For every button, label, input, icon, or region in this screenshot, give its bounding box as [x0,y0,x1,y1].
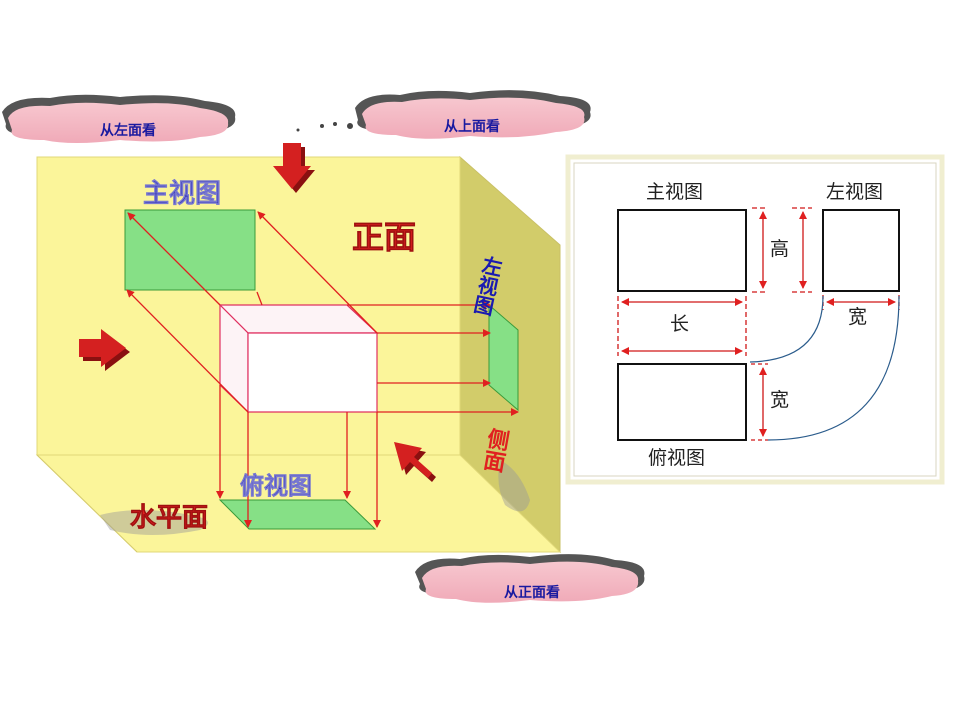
panel-label-top-view: 俯视图 [648,447,705,469]
panel-dim-width-right: 宽 [848,306,867,328]
arrow-from-front [394,442,436,482]
label-main-view: 主视图 [143,179,221,209]
panel-dim-width-bottom: 宽 [770,389,789,411]
arrow-from-top [273,143,315,193]
panel-left-view-rect [822,209,900,292]
projection-lines [126,211,519,528]
label-top-view: 俯视图 [240,472,312,500]
cloud-left-label: 从左面看 [100,122,156,139]
cloud-top: 从上面看 [355,90,591,139]
panel-dim-height: 高 [770,238,789,260]
top-view-projection [218,499,377,530]
label-front-face: 正面 [352,218,416,256]
cloud-front: 从正面看 [415,554,645,603]
main-view-projection [124,209,256,291]
three-view-panel: 主视图 左视图 俯视图 高 长 宽 宽 [565,154,945,485]
panel-label-main-view: 主视图 [646,181,703,203]
cloud-left: 从左面看 [2,94,236,143]
panel-label-left-view: 左视图 [826,181,883,203]
arrow-from-left [79,329,130,371]
panel-main-view-rect [617,209,747,292]
object-block [218,303,379,414]
cloud-front-label: 从正面看 [504,584,560,601]
label-horizontal-face: 水平面 [130,503,208,533]
cloud-top-label: 从上面看 [444,118,500,135]
panel-top-view-rect [617,363,747,441]
label-shadows [100,460,530,535]
panel-dim-length: 长 [670,313,689,335]
